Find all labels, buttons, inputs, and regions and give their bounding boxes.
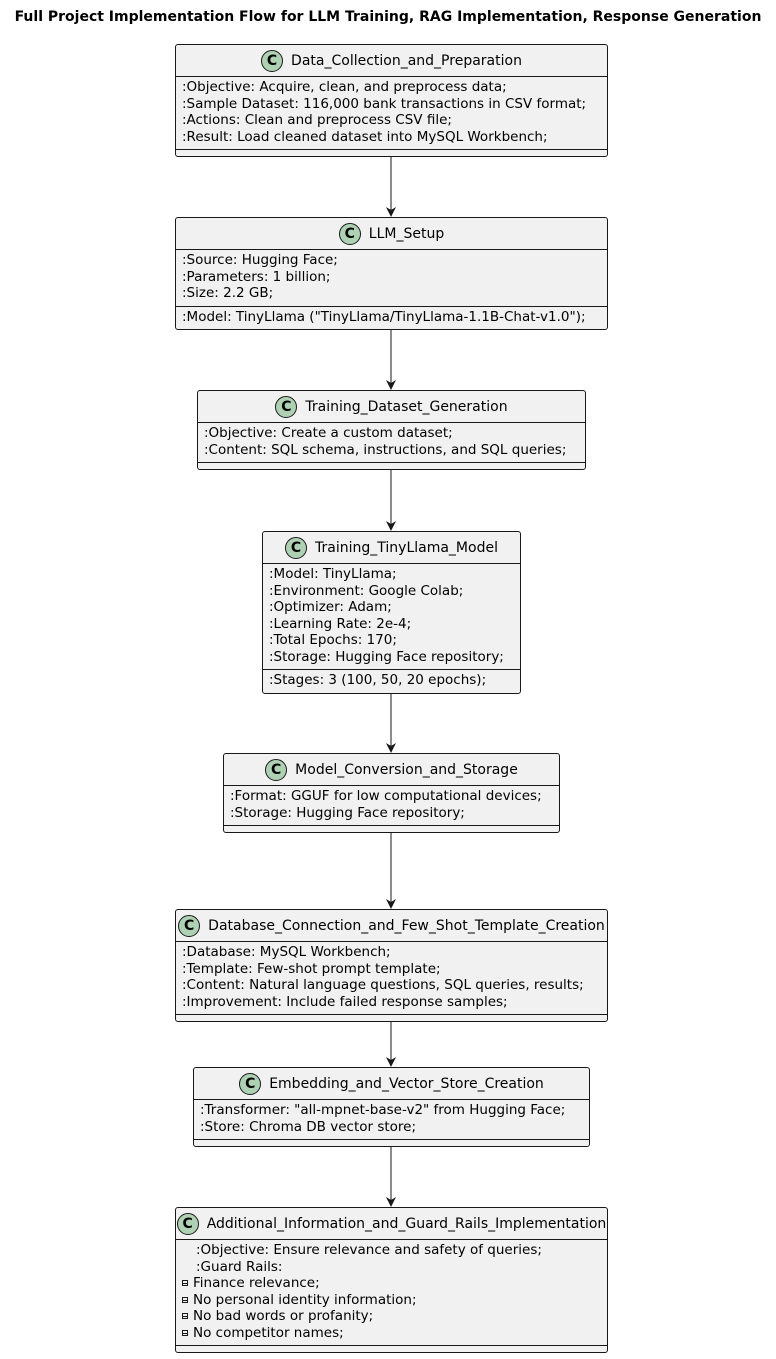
attribute-line: :Transformer: "all-mpnet-base-v2" from H… [200,1102,566,1118]
attribute-line: :Size: 2.2 GB; [182,285,274,301]
guard-rail-item: Finance relevance; [182,1275,601,1292]
attribute-line: :Objective: Ensure relevance and safety … [196,1242,542,1258]
guard-rail-item: No bad words or profanity; [182,1308,601,1325]
attribute-line: :Learning Rate: 2e-4; [269,615,412,632]
methods-compartment [176,1345,607,1352]
attribute-line: :Objective: Create a custom dataset; [204,425,453,441]
class-name: Additional_Information_and_Guard_Rails_I… [206,1215,607,1232]
guard-rail-item: No personal identity information; [182,1292,601,1309]
attributes-compartment: :Transformer: "all-mpnet-base-v2" from H… [194,1099,589,1139]
attributes-compartment: :Objective: Ensure relevance and safety … [176,1239,607,1345]
class-box-data-collection-and-preparation: C Data_Collection_and_Preparation :Objecti… [175,44,608,157]
attribute-line: :Result: Load cleaned dataset into MySQL… [182,128,548,145]
attributes-compartment: :Database: MySQL Workbench;:Template: Fe… [176,941,607,1014]
private-visibility-icon [182,1296,188,1303]
attribute-line: :Improvement: Include failed response sa… [182,993,508,1010]
class-box-embedding-and-vector-store-creation: C Embedding_and_Vector_Store_Creation :Tra… [193,1067,590,1147]
attribute-line: :Total Epochs: 170; [269,632,397,648]
attribute-line: :Database: MySQL Workbench; [182,944,391,960]
class-name: Embedding_and_Vector_Store_Creation [269,1075,544,1092]
class-stereotype-icon: C [239,1072,262,1095]
class-header: C Data_Collection_and_Preparation [176,45,607,76]
class-name: LLM_Setup [368,225,445,242]
class-box-training-dataset-generation: C Training_Dataset_Generation :Objective: … [197,390,586,470]
class-stereotype-icon: C [275,395,298,418]
attribute-line: :Guard Rails: [196,1258,283,1275]
attribute-line: :Objective: Acquire, clean, and preproce… [182,79,507,95]
class-stereotype-icon: C [338,222,361,245]
class-header: C Training_TinyLlama_Model [263,532,520,563]
attributes-compartment: :Objective: Create a custom dataset;:Con… [198,422,585,462]
attribute-line: :Actions: Clean and preprocess CSV file; [182,112,452,128]
attributes-compartment: :Format: GGUF for low computational devi… [224,785,559,825]
class-stereotype-icon: C [178,914,201,937]
attribute-line: :Content: Natural language questions, SQ… [182,977,584,993]
guard-rail-item: No competitor names; [182,1325,601,1342]
attribute-line: :Stages: 3 (100, 50, 20 epochs); [269,672,487,688]
private-visibility-icon [182,1313,188,1320]
class-name: Data_Collection_and_Preparation [291,52,522,69]
class-header: C Additional_Information_and_Guard_Rails_… [176,1208,607,1239]
attributes-compartment: :Source: Hugging Face;:Parameters: 1 bil… [176,249,607,306]
private-visibility-icon [182,1329,188,1336]
class-box-database-connection-and-few-shot-template-creation: C Database_Connection_and_Few_Shot_Templa… [175,909,608,1022]
class-stereotype-icon: C [285,536,308,559]
class-box-llm-setup: C LLM_Setup :Source: Hugging Face;:Paramet… [175,217,608,330]
methods-compartment [176,1014,607,1021]
methods-compartment [176,149,607,156]
class-stereotype-icon: C [176,1212,199,1235]
class-name: Training_Dataset_Generation [305,398,508,415]
methods-compartment: :Model: TinyLlama ("TinyLlama/TinyLlama-… [176,305,607,330]
attributes-compartment: :Model: TinyLlama;:Environment: Google C… [263,563,520,669]
methods-compartment [194,1139,589,1146]
methods-compartment: :Stages: 3 (100, 50, 20 epochs); [263,669,520,693]
class-box-training-tinyllama-model: C Training_TinyLlama_Model :Model: TinyLla… [262,531,521,694]
guard-rail-text: No bad words or profanity; [193,1308,374,1324]
guard-rail-text: No competitor names; [193,1324,344,1341]
guard-rail-text: No personal identity information; [193,1291,417,1308]
class-header: C Embedding_and_Vector_Store_Creation [194,1068,589,1099]
attribute-line: :Optimizer: Adam; [269,599,392,615]
attribute-line: :Storage: Hugging Face repository; [269,648,504,665]
class-stereotype-icon: C [265,758,288,781]
attributes-compartment: :Objective: Acquire, clean, and preproce… [176,76,607,149]
attribute-line: :Parameters: 1 billion; [182,268,331,285]
class-header: C Model_Conversion_and_Storage [224,754,559,785]
class-stereotype-icon: C [261,49,284,72]
methods-compartment [224,825,559,832]
attribute-line: :Template: Few-shot prompt template; [182,960,441,977]
diagram-title: Full Project Implementation Flow for LLM… [14,9,762,25]
attribute-line: :Environment: Google Colab; [269,582,464,599]
attribute-line: :Sample Dataset: 116,000 bank transactio… [182,95,587,112]
attribute-line: :Storage: Hugging Face repository; [230,804,465,821]
attribute-line: :Format: GGUF for low computational devi… [230,788,542,804]
class-name: Model_Conversion_and_Storage [295,761,518,778]
class-box-additional-information-and-guard-rails-implementation: C Additional_Information_and_Guard_Rails_… [175,1207,608,1353]
private-visibility-icon [182,1280,188,1287]
class-name: Database_Connection_and_Few_Shot_Templat… [208,917,605,934]
class-header: C Database_Connection_and_Few_Shot_Templa… [176,910,607,941]
attribute-line: :Store: Chroma DB vector store; [200,1118,417,1135]
attribute-line: :Source: Hugging Face; [182,252,338,268]
class-header: C Training_Dataset_Generation [198,391,585,422]
attribute-line: :Model: TinyLlama ("TinyLlama/TinyLlama-… [182,308,586,325]
class-name: Training_TinyLlama_Model [315,539,498,556]
attribute-line: :Content: SQL schema, instructions, and … [204,441,567,458]
methods-compartment [198,462,585,469]
class-header: C LLM_Setup [176,218,607,249]
class-box-model-conversion-and-storage: C Model_Conversion_and_Storage :Format: GG… [223,753,560,833]
guard-rail-text: Finance relevance; [193,1275,320,1291]
attribute-line: :Model: TinyLlama; [269,566,397,582]
